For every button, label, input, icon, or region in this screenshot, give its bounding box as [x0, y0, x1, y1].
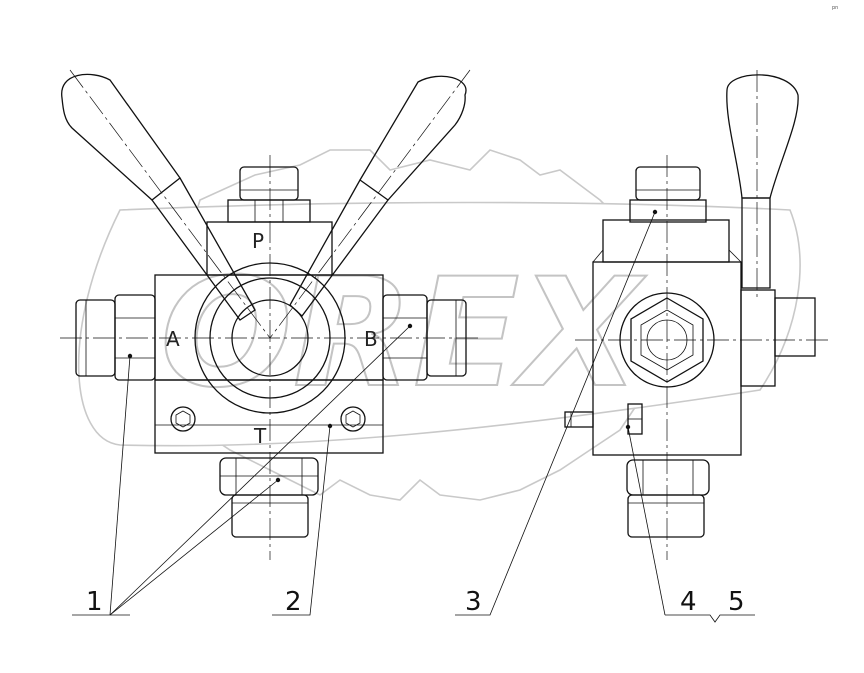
side-port-hex — [630, 297, 704, 383]
side-top-fitting — [635, 166, 701, 201]
side-bottom-hex-nut — [626, 459, 710, 496]
orex-watermark: OREX — [77, 149, 801, 501]
callout-leaders — [72, 209, 755, 623]
leader-1-dot — [127, 353, 133, 359]
side-bottom-fitting — [627, 494, 705, 538]
port-label-p: P — [252, 229, 264, 253]
left-mounting-bolt — [170, 406, 196, 432]
side-handle-lever[interactable] — [726, 70, 799, 300]
side-body-bevel — [592, 249, 604, 263]
leader-1-b — [109, 479, 279, 616]
leader-1-dot — [407, 323, 413, 329]
left-handle-lever[interactable] — [61, 69, 271, 339]
leader-2 — [272, 425, 331, 616]
leader-3-dot — [652, 209, 658, 215]
side-body-upper — [602, 219, 730, 263]
front-view: P A B T — [60, 69, 480, 560]
callout-2: 2 — [285, 587, 302, 617]
selector-dial-outer — [194, 262, 346, 414]
leader-1-a — [109, 355, 131, 616]
port-label-t: T — [253, 424, 267, 448]
side-right-stub — [774, 297, 816, 357]
bottom-fitting — [231, 494, 309, 538]
side-view — [564, 70, 830, 560]
corner-mark: pn — [832, 5, 838, 11]
port-label-a: A — [166, 327, 180, 351]
side-port-hex-inner — [640, 309, 694, 371]
selector-dial-ring — [209, 277, 331, 399]
leader-4-5 — [665, 614, 755, 623]
leader-2-dot — [327, 423, 333, 429]
leader-4 — [627, 426, 666, 616]
port-label-b: B — [364, 327, 378, 351]
callout-5: 5 — [728, 587, 745, 617]
selector-dial-hub — [231, 299, 309, 377]
right-mounting-bolt — [340, 406, 366, 432]
leader-1-dot — [275, 477, 281, 483]
top-fitting — [239, 166, 299, 201]
side-body-bevel — [728, 249, 742, 263]
callout-1: 1 — [86, 587, 103, 617]
side-port-ring — [619, 292, 715, 388]
stop-pin — [564, 411, 594, 428]
leader-4-dot — [625, 424, 631, 430]
body-lower-block — [154, 379, 384, 454]
callout-3: 3 — [465, 587, 482, 617]
right-handle-lever[interactable] — [269, 69, 471, 339]
left-fitting — [75, 299, 116, 377]
leader-3 — [455, 211, 656, 616]
right-fitting — [426, 299, 467, 377]
side-port-bore — [646, 319, 688, 361]
callout-4: 4 — [680, 587, 697, 617]
leader-1-c — [109, 325, 411, 616]
